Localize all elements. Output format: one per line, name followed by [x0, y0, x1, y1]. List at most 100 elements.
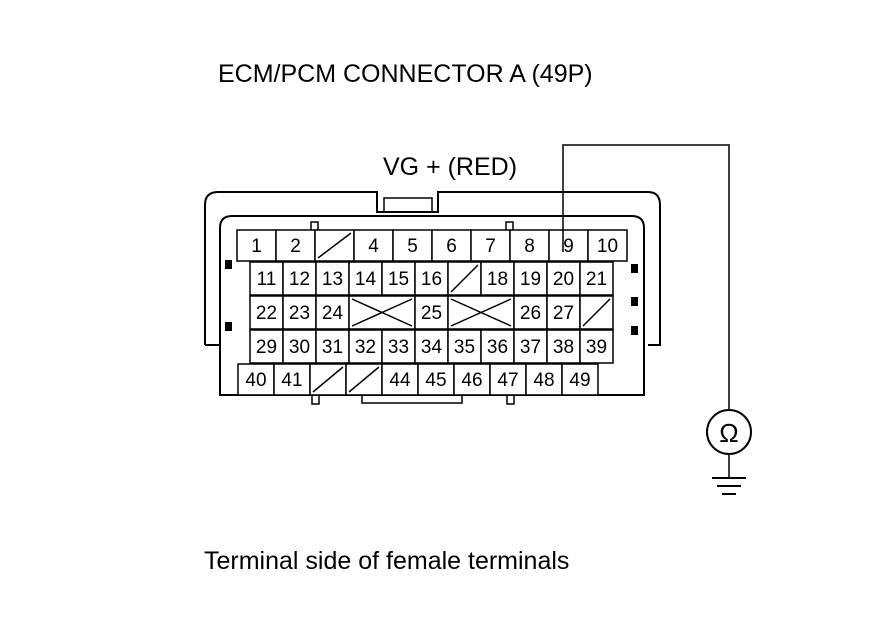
empty-terminal-slash — [348, 366, 380, 393]
terminal-number: 12 — [289, 269, 310, 290]
terminal-cell — [381, 261, 416, 296]
terminal-number: 47 — [497, 370, 518, 391]
terminal-cell — [489, 363, 527, 396]
terminal-number: 49 — [569, 370, 590, 391]
terminal-number: 11 — [257, 269, 277, 290]
terminal-number: 20 — [553, 269, 574, 290]
empty-terminal-slash — [317, 232, 352, 259]
blocked-cavity-cross — [351, 298, 413, 327]
terminal-number: 44 — [389, 370, 411, 391]
terminal-cell — [431, 229, 472, 262]
terminal-cell — [392, 229, 433, 262]
terminal-number: 27 — [553, 303, 574, 324]
terminal-cell — [447, 329, 482, 364]
terminal-number: 22 — [256, 303, 277, 324]
terminal-number: 2 — [290, 236, 301, 257]
terminal-number: 7 — [485, 236, 496, 257]
terminal-number: 34 — [421, 337, 443, 358]
terminal-number: 5 — [407, 236, 418, 257]
diagram-title: ECM/PCM CONNECTOR A (49P) — [218, 60, 593, 88]
terminal-cell — [237, 363, 275, 396]
terminal-cell — [353, 229, 394, 262]
empty-terminal-slash — [450, 264, 479, 293]
terminal-cell — [561, 363, 599, 396]
empty-terminal-slash — [582, 298, 611, 327]
terminal-number: 41 — [281, 370, 302, 391]
ground-icon — [712, 477, 746, 495]
terminal-number: 4 — [368, 236, 379, 257]
caption: Terminal side of female terminals — [204, 547, 569, 575]
blocked-cavity-cross — [450, 298, 512, 327]
empty-terminal-slash — [312, 366, 344, 393]
terminal-cell — [417, 363, 455, 396]
terminal-cell — [414, 295, 449, 330]
terminal-cell — [548, 229, 589, 262]
terminal-number: 25 — [421, 303, 442, 324]
terminal-number: 10 — [597, 236, 618, 257]
terminal-number: 16 — [421, 269, 442, 290]
terminal-number: 48 — [533, 370, 554, 391]
terminal-number: 21 — [586, 269, 607, 290]
terminal-number: 32 — [355, 337, 376, 358]
terminal-number: 14 — [355, 269, 377, 290]
terminal-cell — [236, 229, 277, 262]
terminal-cell — [381, 363, 419, 396]
terminal-cell — [282, 295, 317, 330]
terminal-number: 9 — [563, 236, 574, 257]
terminal-number: 15 — [388, 269, 409, 290]
terminal-number: 19 — [520, 269, 541, 290]
terminal-number: 36 — [487, 337, 508, 358]
side-tab-right-3 — [631, 326, 638, 335]
terminal-cell — [579, 329, 614, 364]
terminal-cell — [414, 261, 449, 296]
terminal-number: 1 — [251, 236, 262, 257]
terminal-number: 45 — [425, 370, 446, 391]
terminal-cell — [579, 261, 614, 296]
terminal-number: 31 — [322, 337, 343, 358]
terminal-number: 6 — [446, 236, 457, 257]
terminal-number: 18 — [487, 269, 508, 290]
ohm-symbol: Ω — [719, 418, 738, 448]
side-tab-right-1 — [631, 264, 638, 273]
terminal-cell — [525, 363, 563, 396]
side-tab-right-2 — [631, 297, 638, 306]
terminal-number: 24 — [322, 303, 344, 324]
terminal-cell — [348, 329, 383, 364]
connector-housing — [204, 191, 661, 405]
terminal-cell — [509, 229, 550, 262]
terminal-cell — [513, 295, 548, 330]
bottom-latch — [361, 395, 463, 404]
wire-label: VG + (RED) — [383, 153, 517, 181]
terminal-number: 37 — [520, 337, 541, 358]
terminal-number: 35 — [454, 337, 475, 358]
terminal-number: 46 — [461, 370, 482, 391]
side-tab-left-1 — [225, 260, 232, 269]
terminal-number: 39 — [586, 337, 607, 358]
terminal-number: 38 — [553, 337, 574, 358]
terminal-number: 29 — [256, 337, 277, 358]
terminal-cell — [513, 261, 548, 296]
terminal-cell — [282, 329, 317, 364]
terminal-cell — [381, 329, 416, 364]
bottom-key-left — [311, 394, 320, 405]
terminal-number: 40 — [245, 370, 266, 391]
terminal-cell — [546, 329, 581, 364]
side-tab-left-2 — [225, 322, 232, 331]
outer-shell — [204, 191, 661, 346]
terminal-cell — [315, 295, 350, 330]
terminal-cell — [480, 261, 515, 296]
terminal-cell — [587, 229, 628, 262]
probe-wire — [562, 144, 730, 410]
terminal-number: 23 — [289, 303, 310, 324]
terminal-number: 26 — [520, 303, 541, 324]
inner-body — [219, 215, 645, 396]
terminal-number: 33 — [388, 337, 409, 358]
terminal-cell — [282, 261, 317, 296]
bottom-key-right — [506, 394, 515, 405]
terminal-cell — [414, 329, 449, 364]
ohmmeter: Ω — [706, 409, 752, 455]
terminal-number: 8 — [524, 236, 535, 257]
terminal-number: 13 — [322, 269, 343, 290]
